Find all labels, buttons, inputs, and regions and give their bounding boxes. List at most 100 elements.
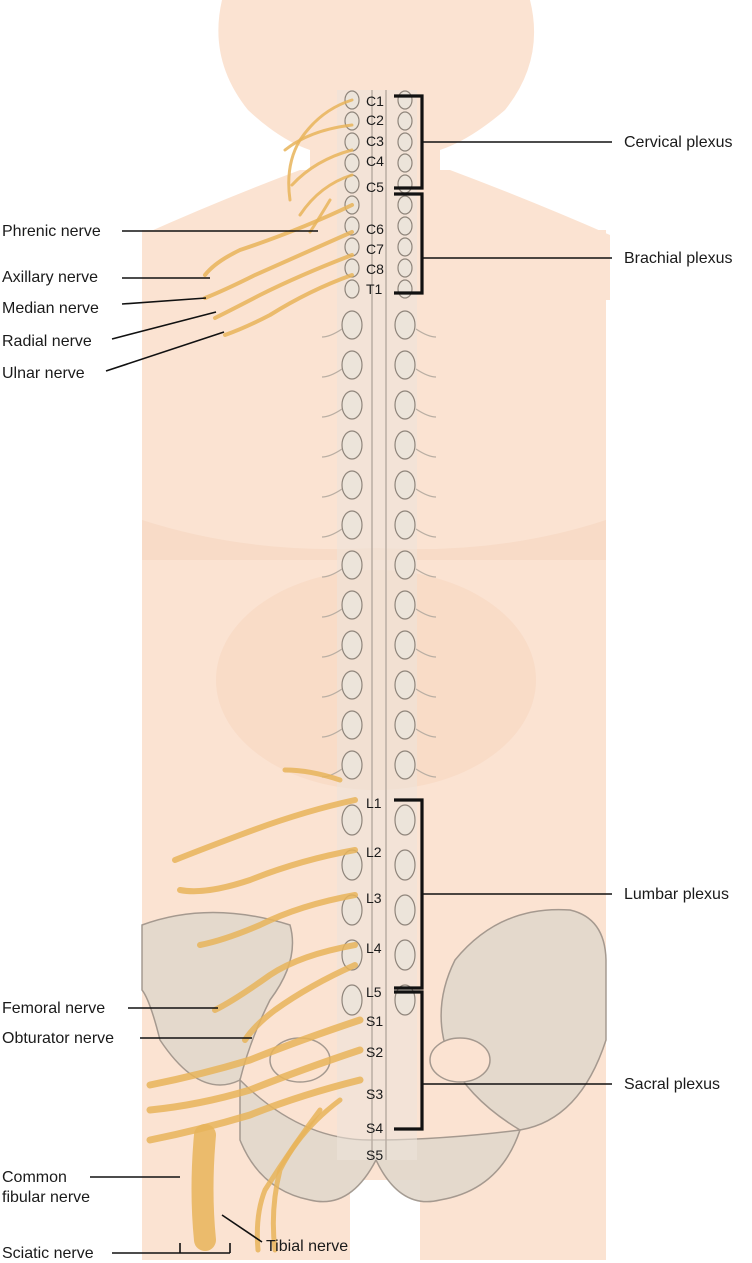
- segment-label-l1: L1: [366, 795, 382, 811]
- sacral-plexus-label: Sacral plexus: [624, 1076, 720, 1093]
- vertebral-body: [341, 984, 363, 1016]
- tibial-nerve-label: Tibial nerve: [266, 1238, 348, 1255]
- lumbar-plexus-label: Lumbar plexus: [624, 886, 729, 903]
- intercostal-nerve-left: [321, 688, 343, 698]
- intercostal-nerve-left: [321, 728, 343, 738]
- segment-label-s5: S5: [366, 1147, 383, 1163]
- vertebral-body: [394, 849, 416, 881]
- vertebral-body: [341, 550, 363, 580]
- segment-label-c2: C2: [366, 112, 384, 128]
- vertebral-body: [341, 350, 363, 380]
- obturator-nerve-label: Obturator nerve: [2, 1030, 114, 1047]
- segment-label-c7: C7: [366, 241, 384, 257]
- vertebral-body: [341, 470, 363, 500]
- vertebral-body: [344, 279, 360, 299]
- radial-nerve-label: Radial nerve: [2, 333, 92, 350]
- vertebral-body: [397, 174, 413, 194]
- intercostal-nerve-left: [321, 568, 343, 578]
- segment-label-l2: L2: [366, 844, 382, 860]
- vertebral-body: [394, 430, 416, 460]
- intercostal-nerve-right: [415, 648, 437, 658]
- phrenic-nerve-label: Phrenic nerve: [2, 223, 101, 240]
- plexus-leaders: [422, 141, 612, 1085]
- vertebral-body: [397, 111, 413, 131]
- vertebral-body: [397, 216, 413, 236]
- segment-label-s4: S4: [366, 1120, 383, 1136]
- vertebral-body: [397, 195, 413, 215]
- vertebral-body: [341, 590, 363, 620]
- vertebral-body: [397, 258, 413, 278]
- vertebral-body: [394, 510, 416, 540]
- intercostal-nerve-right: [415, 608, 437, 618]
- vertebral-body: [341, 630, 363, 660]
- vertebral-body: [394, 590, 416, 620]
- segment-label-c3: C3: [366, 133, 384, 149]
- vertebral-body: [394, 350, 416, 380]
- sacral-plexus-bracket: [394, 990, 424, 1131]
- ulnar-nerve-label: Ulnar nerve: [2, 365, 85, 382]
- intercostal-nerve-left: [321, 608, 343, 618]
- intercostal-nerve-left: [321, 528, 343, 538]
- segment-label-c6: C6: [366, 221, 384, 237]
- segment-label-s1: S1: [366, 1013, 383, 1029]
- intercostal-nerve-right: [415, 368, 437, 378]
- vertebral-body: [397, 279, 413, 299]
- intercostal-nerve-right: [415, 688, 437, 698]
- segment-label-l4: L4: [366, 940, 382, 956]
- segment-label-l3: L3: [366, 890, 382, 906]
- vertebral-body: [394, 390, 416, 420]
- median-nerve-label: Median nerve: [2, 300, 99, 317]
- peripheral-nerves: [146, 98, 364, 1253]
- vertebral-body: [397, 132, 413, 152]
- intercostal-nerve-right: [415, 328, 437, 338]
- vertebral-body: [341, 430, 363, 460]
- femoral-nerve-label: Femoral nerve: [2, 1000, 105, 1017]
- intercostal-nerve-right: [415, 488, 437, 498]
- axillary-nerve-label: Axillary nerve: [2, 269, 98, 286]
- vertebral-body: [394, 894, 416, 926]
- segment-label-t1: T1: [366, 281, 383, 297]
- cervical-plexus-label: Cervical plexus: [624, 134, 732, 151]
- brachial-plexus-bracket: [394, 192, 424, 295]
- common-fibular-nerve-label-line1: Common: [2, 1169, 67, 1186]
- vertebral-body: [397, 237, 413, 257]
- vertebral-body: [344, 111, 360, 131]
- sciatic-nerve-label: Sciatic nerve: [2, 1245, 94, 1262]
- vertebral-body: [341, 510, 363, 540]
- vertebral-body: [341, 750, 363, 780]
- vertebral-body: [341, 804, 363, 836]
- vertebral-body: [394, 630, 416, 660]
- brachial-plexus-label: Brachial plexus: [624, 250, 733, 267]
- vertebral-body: [397, 153, 413, 173]
- intercostal-nerve-right: [415, 568, 437, 578]
- segment-label-l5: L5: [366, 984, 382, 1000]
- intercostal-nerve-left: [321, 448, 343, 458]
- vertebral-body: [394, 670, 416, 700]
- segment-labels: C1 C2 C3 C4 C5 C6 C7 C8 T1 L1 L2 L3 L4 L…: [366, 93, 384, 1163]
- vertebral-body: [394, 550, 416, 580]
- intercostal-nerve-right: [415, 448, 437, 458]
- vertebral-body: [344, 132, 360, 152]
- vertebral-body: [341, 390, 363, 420]
- intercostal-nerve-left: [321, 408, 343, 418]
- vertebral-body: [341, 670, 363, 700]
- intercostal-nerve-right: [415, 728, 437, 738]
- intercostal-nerve-right: [415, 768, 437, 778]
- vertebral-body: [397, 90, 413, 110]
- vertebral-body: [394, 750, 416, 780]
- intercostal-nerve-left: [321, 368, 343, 378]
- intercostal-nerve-left: [321, 488, 343, 498]
- vertebral-body: [341, 310, 363, 340]
- vertebral-body: [394, 804, 416, 836]
- nerve-leaders: [90, 230, 318, 1254]
- vertebral-body: [394, 310, 416, 340]
- vertebral-body: [344, 216, 360, 236]
- vertebral-bodies: [341, 90, 416, 1016]
- vertebral-body: [344, 153, 360, 173]
- intercostal-nerve-left: [321, 328, 343, 338]
- common-fibular-nerve-label-line2: fibular nerve: [2, 1189, 90, 1206]
- segment-label-c4: C4: [366, 153, 384, 169]
- segment-label-s2: S2: [366, 1044, 383, 1060]
- segment-label-c8: C8: [366, 261, 384, 277]
